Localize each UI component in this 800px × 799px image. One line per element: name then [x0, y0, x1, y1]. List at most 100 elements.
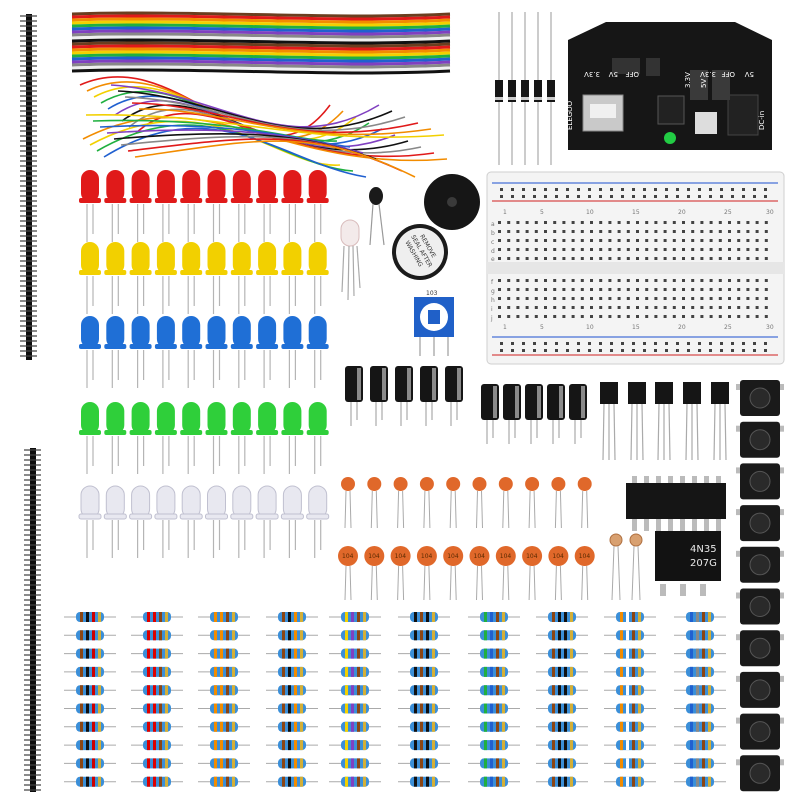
resistor-icon	[131, 703, 183, 714]
resistor-icon	[329, 685, 381, 696]
ceramic-capacitor-code: 104	[579, 553, 591, 560]
optocoupler-line1: 4N35	[690, 544, 717, 555]
resistor-icon	[131, 648, 183, 659]
resistor-icon	[604, 630, 656, 641]
ceramic-capacitor-icon	[341, 477, 355, 529]
green-led-icon	[281, 402, 304, 474]
resistor-icon	[674, 740, 726, 751]
electrolytic-capacitor-icon	[569, 384, 587, 444]
tactile-button-icon	[736, 421, 784, 458]
ceramic-capacitor-code: 104	[447, 553, 459, 560]
ceramic-capacitor-icon: 104	[469, 546, 490, 601]
yellow-led-icon	[281, 242, 304, 314]
resistor-icon	[604, 666, 656, 677]
yellow-led-icon	[104, 242, 127, 314]
red-led-icon	[281, 170, 304, 242]
resistor-icon	[329, 758, 381, 769]
resistor-icon	[329, 721, 381, 732]
ceramic-capacitor-icon	[525, 477, 540, 529]
resistor-icon	[64, 776, 116, 787]
resistor-icon	[266, 776, 318, 787]
resistor-icon	[64, 740, 116, 751]
resistor-icon	[131, 776, 183, 787]
resistor-icon	[266, 612, 318, 622]
diodes-icon	[495, 12, 555, 165]
resistor-icon	[131, 758, 183, 769]
buzzer-icon	[424, 174, 480, 230]
tactile-button-icon	[736, 588, 784, 625]
optocoupler-line2: 207G	[690, 558, 717, 569]
jumper-ribbon-icon	[71, 11, 451, 75]
thermistor-icon	[369, 187, 385, 246]
resistor-icon	[674, 685, 726, 696]
green-led-icon	[306, 402, 329, 474]
tactile-button-icon	[736, 505, 784, 542]
yellow-led-icon	[79, 242, 101, 314]
electrolytic-capacitor-icon	[395, 366, 413, 426]
resistor-icon	[198, 740, 250, 751]
ceramic-capacitor-code: 104	[395, 553, 407, 560]
passive-buzzer-icon: REMOVE SEAL AFTER WASHING	[392, 224, 448, 280]
yellow-led-icon	[205, 242, 228, 314]
resistor-icon	[536, 630, 588, 641]
resistor-icon	[198, 776, 250, 787]
resistor-icon	[329, 648, 381, 659]
breadboard: 1 5 10 15 20 25 30 1 5 10 15 20 25 30 a …	[486, 171, 785, 365]
red-led-icon	[306, 170, 329, 242]
white-led-icon	[103, 485, 127, 558]
resistor-icon	[604, 648, 656, 659]
ceramic-capacitor-icon: 104	[574, 546, 595, 601]
optocoupler-icon: 4N35 207G	[655, 531, 721, 596]
ceramic-capacitor-code: 104	[421, 553, 433, 560]
resistor-icon	[468, 630, 520, 641]
resistor-icon	[604, 740, 656, 751]
white-led-icon	[280, 485, 304, 558]
resistor-icon	[468, 666, 520, 677]
electrolytic-capacitor-icon	[370, 366, 388, 426]
green-led-icon	[180, 402, 203, 474]
power-led-icon	[664, 132, 676, 144]
ceramic-capacitor-code: 104	[552, 553, 564, 560]
yellow-led-icon	[154, 242, 177, 314]
resistor-icon	[398, 630, 450, 641]
resistor-icon	[266, 685, 318, 696]
jumper-wires-icon	[79, 76, 448, 178]
resistor-icon	[468, 776, 520, 787]
tactile-button-icon	[736, 671, 784, 708]
resistor-icon	[266, 630, 318, 641]
resistor-icon	[468, 703, 520, 714]
bb-row-d: d	[491, 248, 495, 255]
brand-label: ELEGOO	[566, 100, 574, 130]
photoresistors-icon	[609, 533, 643, 601]
resistor-grid	[64, 612, 726, 787]
resistor-icon	[266, 703, 318, 714]
resistor-icon	[64, 685, 116, 696]
tactile-buttons	[736, 380, 784, 792]
green-led-icon	[129, 402, 152, 474]
tactile-button-icon	[736, 630, 784, 667]
red-led-icon	[230, 170, 253, 242]
resistor-icon	[604, 776, 656, 787]
resistor-icon	[398, 666, 450, 677]
tactile-button-icon	[736, 463, 784, 500]
resistor-icon	[398, 648, 450, 659]
resistor-icon	[536, 740, 588, 751]
white-led-icon	[129, 485, 153, 558]
electrolytic-capacitor-icon	[481, 384, 499, 444]
resistor-icon	[536, 758, 588, 769]
ceramic-capacitor-icon: 104	[416, 546, 437, 601]
bb-row-e: e	[491, 256, 495, 263]
ceramic-capacitor-icon: 104	[548, 546, 569, 601]
blue-led-icon	[154, 316, 177, 388]
resistor-icon	[329, 776, 381, 787]
header-strip-top	[20, 14, 37, 360]
ceramic-capacitor-icon: 104	[364, 546, 385, 601]
resistor-icon	[674, 721, 726, 732]
bb-row-h: h	[491, 297, 495, 304]
bb-num-25: 25	[724, 209, 732, 216]
ic-chip-icon	[626, 476, 726, 531]
ceramic-capacitor-icon: 104	[338, 546, 358, 601]
potentiometer-icon: 103	[414, 290, 454, 356]
red-led-icon	[180, 170, 203, 242]
tactile-button-icon	[736, 380, 784, 416]
